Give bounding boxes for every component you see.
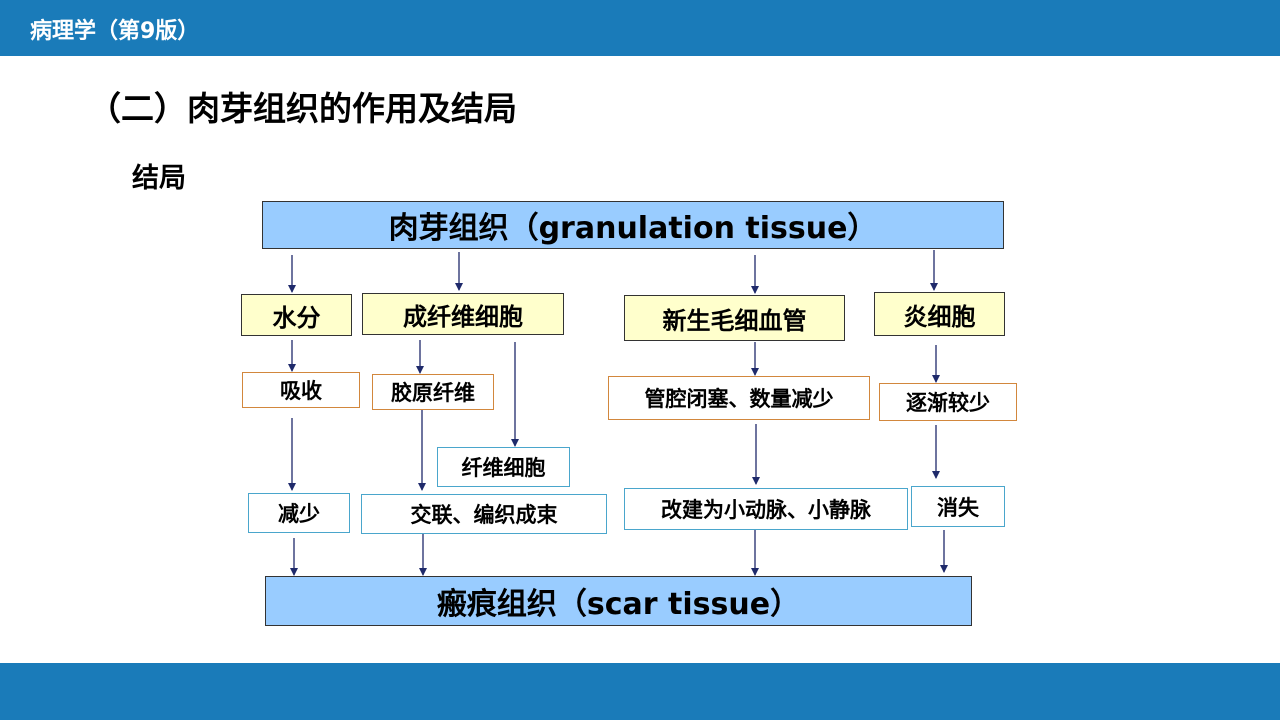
- crosslink-bundle-box: 交联、编织成束: [361, 494, 607, 534]
- scar-tissue-box: 瘢痕组织（scar tissue）: [265, 576, 972, 626]
- book-title: 病理学（第9版）: [30, 19, 200, 44]
- header-bar: 病理学（第9版）: [0, 0, 1280, 56]
- gradual-decrease-box: 逐渐较少: [879, 383, 1017, 421]
- section-heading: （二）肉芽组织的作用及结局: [88, 89, 517, 128]
- granulation-tissue-box: 肉芽组织（granulation tissue）: [262, 201, 1004, 249]
- footer-bar: [0, 663, 1280, 720]
- vanish-box: 消失: [911, 486, 1005, 527]
- fibrocyte-box: 纤维细胞: [437, 447, 570, 487]
- lumen-occlusion-box: 管腔闭塞、数量减少: [608, 376, 870, 420]
- remodel-vessels-box: 改建为小动脉、小静脉: [624, 488, 908, 530]
- water-box: 水分: [241, 294, 352, 336]
- subsection-heading: 结局: [132, 163, 186, 194]
- capillary-box: 新生毛细血管: [624, 295, 845, 341]
- fibroblast-box: 成纤维细胞: [362, 293, 564, 335]
- collagen-fiber-box: 胶原纤维: [372, 374, 494, 410]
- absorb-box: 吸收: [242, 372, 360, 408]
- reduce-box: 减少: [248, 493, 350, 533]
- inflammatory-cell-box: 炎细胞: [874, 292, 1005, 336]
